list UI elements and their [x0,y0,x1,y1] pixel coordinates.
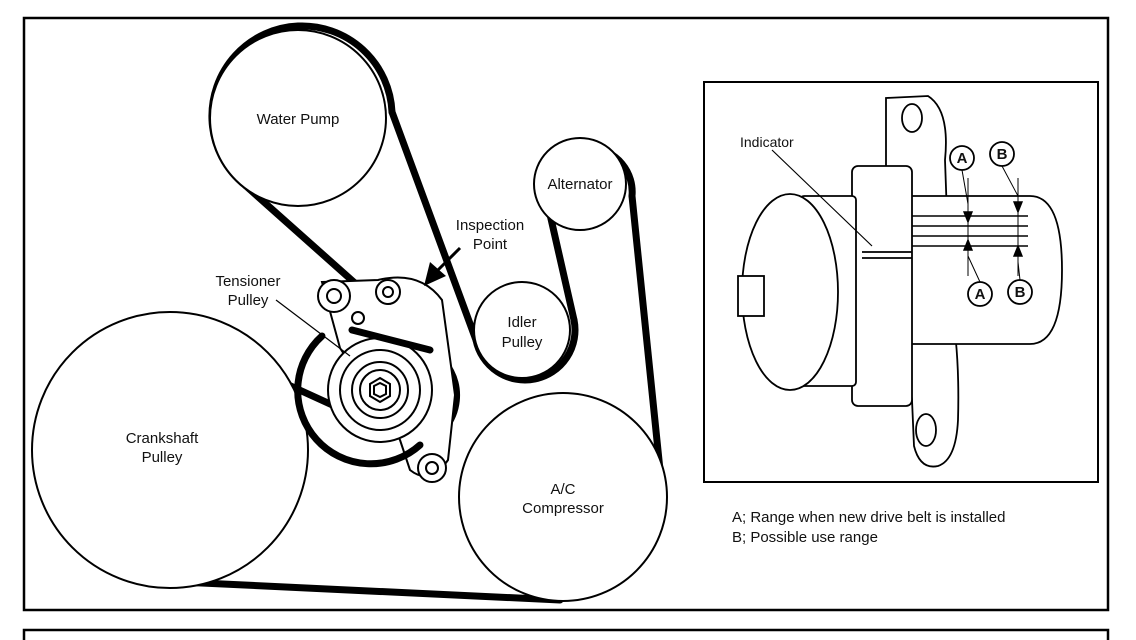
indicator-leader-line [771,149,873,247]
indicator-label: Indicator [740,134,794,150]
crankshaft-label-line1: Crankshaft [126,430,199,447]
ac-compressor-pulley [458,392,668,602]
svg-text:B: B [997,146,1008,163]
tensioner-label-line1: Tensioner [215,273,280,290]
crankshaft-pulley [31,311,309,589]
inset-scale-marks [912,178,1028,276]
svg-text:B: B [1015,284,1026,301]
water-pump-label: Water Pump [257,111,340,128]
inspection-arrow [424,246,462,286]
inspection-point-label-line1: Inspection [456,217,524,234]
svg-text:A: A [975,286,986,303]
tensioner-label-line2: Pulley [228,292,269,309]
marker-a-top: A [949,145,975,171]
alternator-label: Alternator [547,176,612,193]
idler-pulley [473,281,571,379]
tensioner-detail-inset: Indicator A B A B [703,81,1099,483]
inspection-point-label-line2: Point [473,236,508,253]
inset-tensioner-body [737,165,1063,407]
svg-text:A: A [957,150,968,167]
legend-b: B; Possible use range [732,529,878,546]
alternator-pulley [533,137,627,231]
ac-compressor-label-line1: A/C [550,481,575,498]
tensioner-pulley [327,337,433,443]
crankshaft-label-line2: Pulley [142,449,183,466]
marker-b-bottom: B [1007,279,1033,305]
ac-compressor-label-line2: Compressor [522,500,604,517]
marker-b-top: B [989,141,1015,167]
legend-a: A; Range when new drive belt is installe… [732,509,1006,526]
next-frame-edge [22,628,1110,640]
idler-label-line2: Pulley [502,334,543,351]
marker-a-bottom: A [967,281,993,307]
tensioner-leader-line [275,299,351,357]
idler-label-line1: Idler [507,314,536,331]
water-pump-pulley [209,29,387,207]
